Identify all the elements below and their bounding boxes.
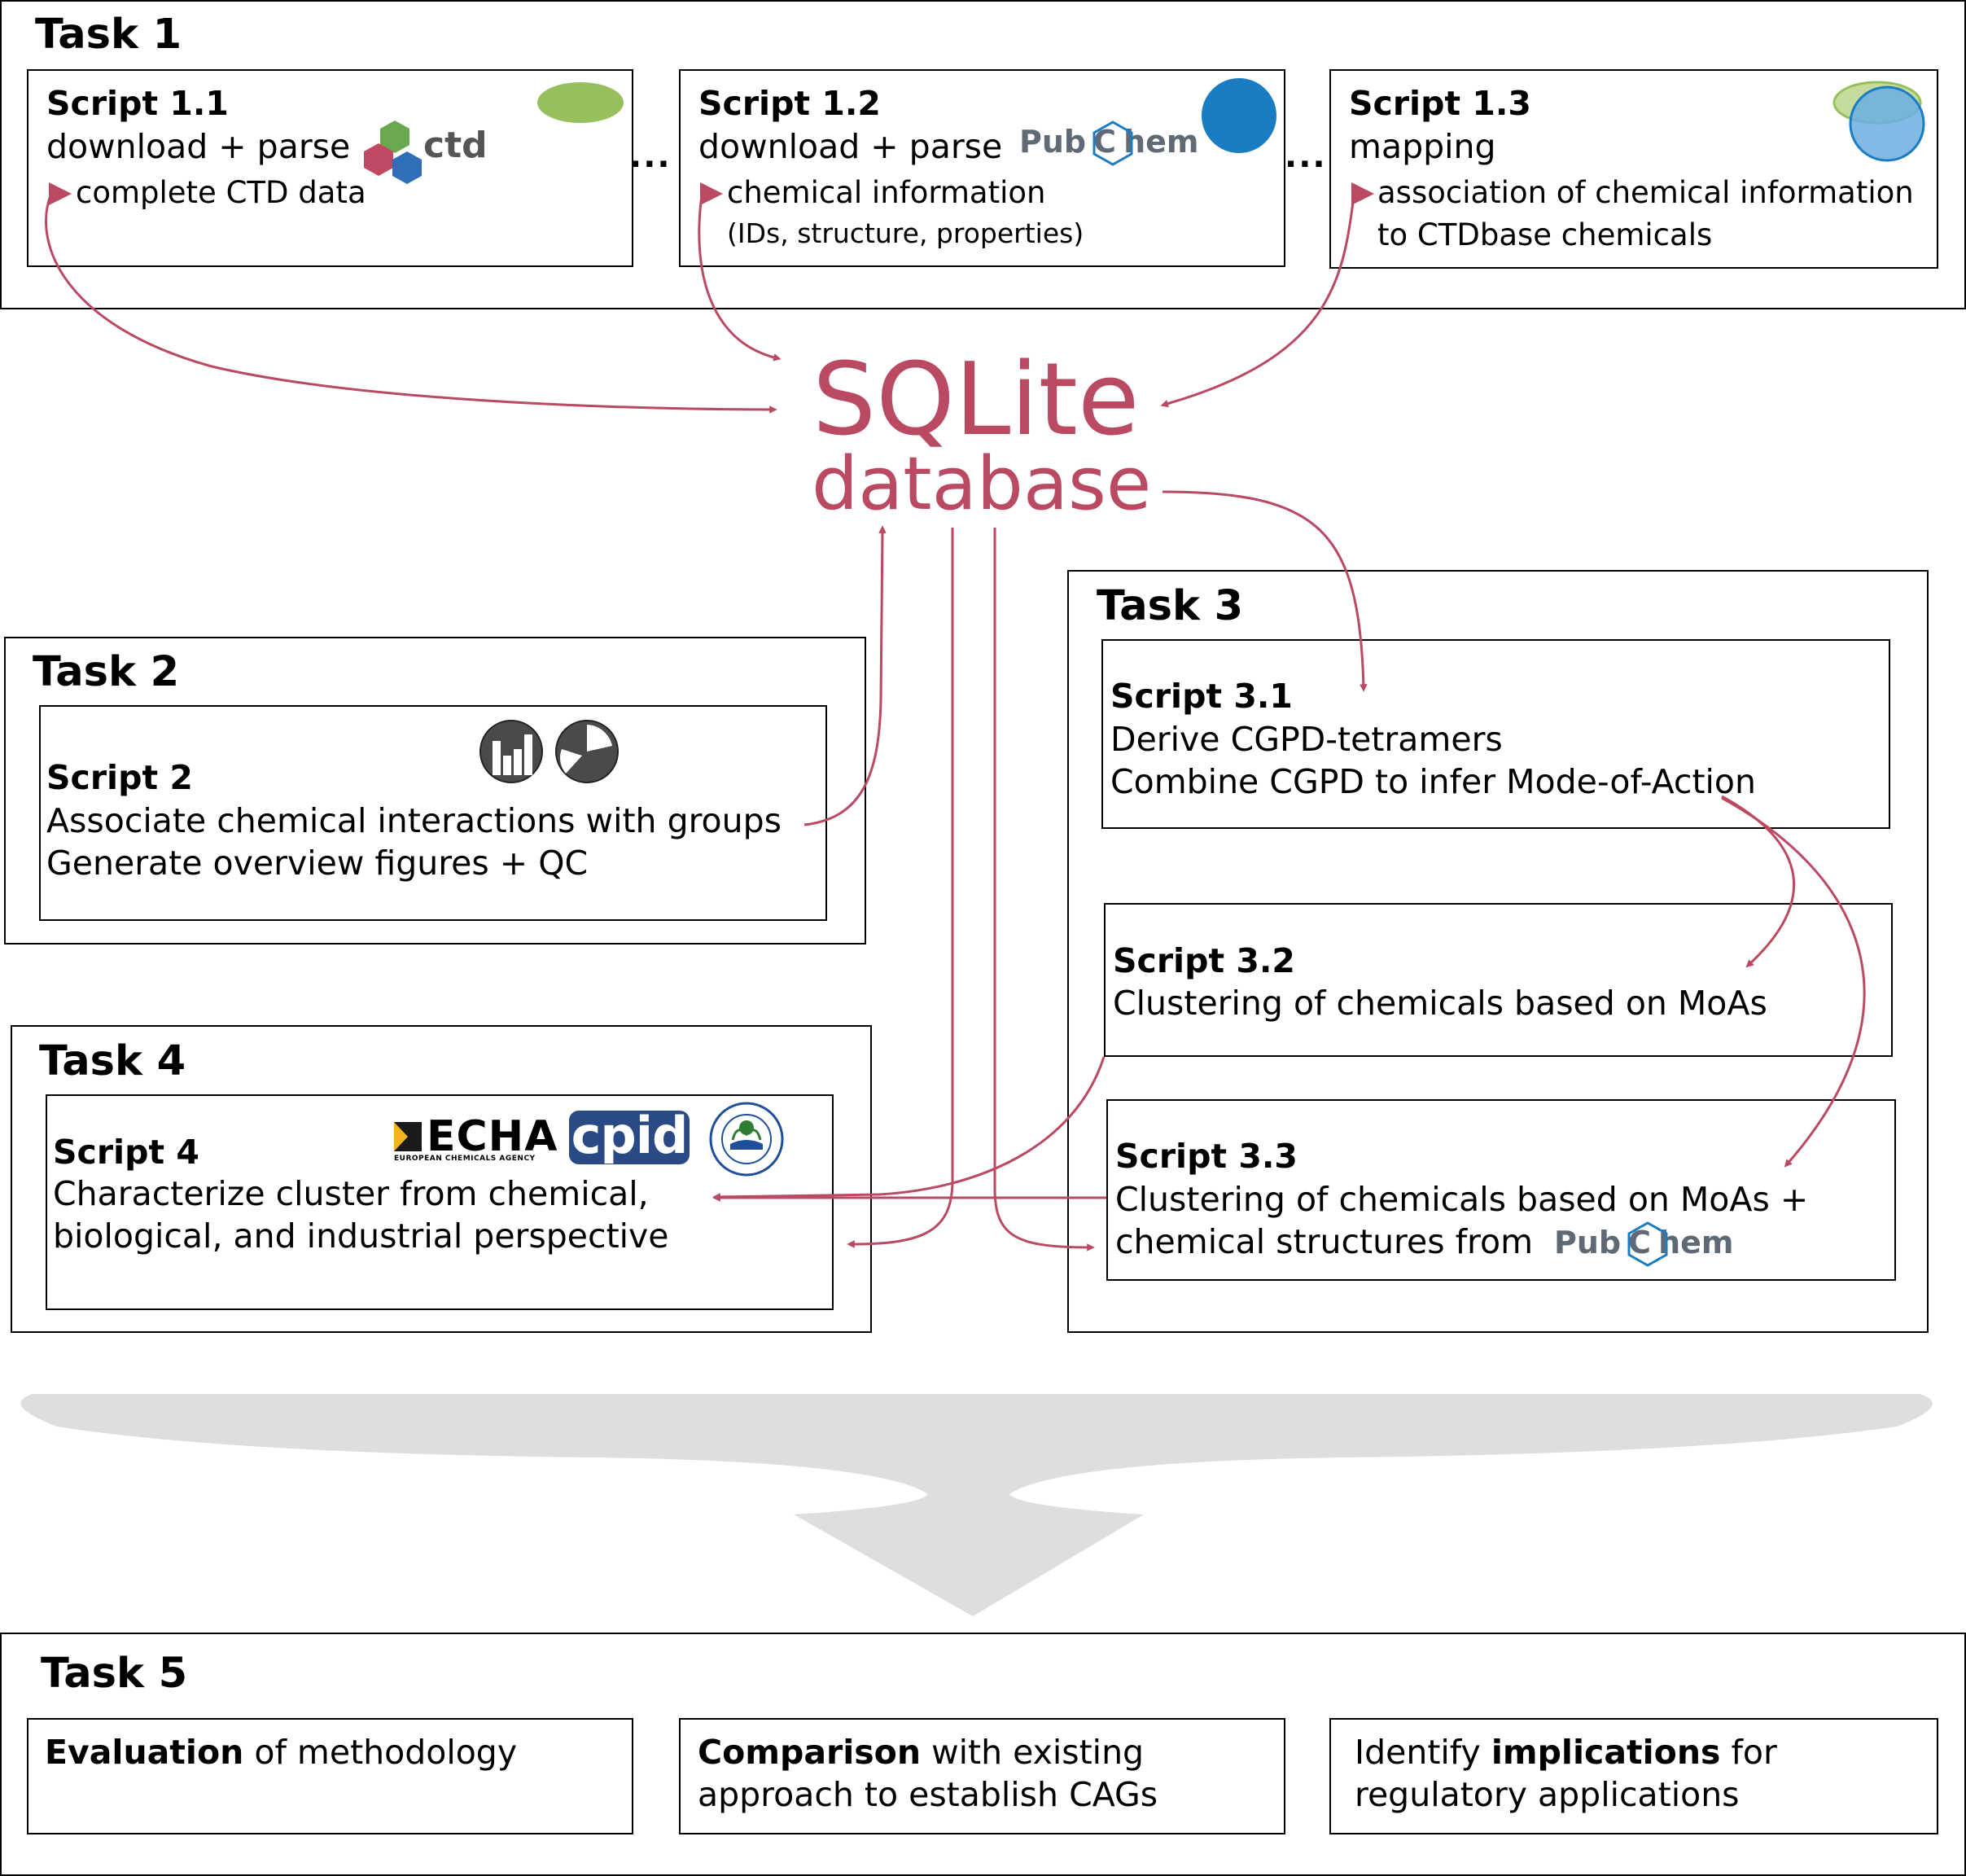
script33-title: Script 3.3 <box>1115 1137 1298 1176</box>
script11-output: complete CTD data <box>76 175 366 210</box>
script2-line2: Generate overview figures + QC <box>46 844 589 883</box>
task5-comparison-rest: with existing <box>921 1733 1145 1772</box>
task5-title: Task 5 <box>41 1650 188 1698</box>
task5-evaluation-bold: Evaluation <box>45 1733 244 1772</box>
funnel-arrow-icon <box>20 1394 1933 1616</box>
ctd-logo-text: ctd <box>423 125 488 166</box>
triangle-bullet-icon <box>700 182 723 205</box>
script13-output: association of chemical information <box>1377 175 1914 210</box>
cpid-logo-icon: cpid <box>569 1111 690 1164</box>
script2-box <box>39 705 827 921</box>
arrow-script31-to-script32 <box>1721 795 1795 968</box>
pubchem-hem: hem <box>1658 1225 1734 1260</box>
arrow-script13-to-sqlite <box>1160 195 1355 408</box>
script12-output2: (IDs, structure, properties) <box>727 217 1084 249</box>
echa-logo-icon <box>394 1122 422 1151</box>
script33-line1: Clustering of chemicals based on MoAs + <box>1115 1180 1809 1219</box>
task2-title: Task 2 <box>33 648 180 696</box>
script4-line2: biological, and industrial perspective <box>53 1216 669 1256</box>
script31-line2: Combine CGPD to infer Mode-of-Action <box>1110 762 1756 801</box>
arrow-script11-to-sqlite <box>45 195 777 414</box>
script2-title: Script 2 <box>46 758 193 797</box>
script31-line1: Derive CGPD-tetramers <box>1110 720 1503 759</box>
script32-line1: Clustering of chemicals based on MoAs <box>1113 984 1767 1023</box>
script13-title: Script 1.3 <box>1349 84 1531 123</box>
blue-circle-icon <box>1202 78 1276 153</box>
arrow-sqlite-to-script33 <box>993 528 1095 1251</box>
venn-overlap-icon <box>1832 81 1925 162</box>
task5-implications-bold: implications <box>1491 1733 1721 1772</box>
pubchem-pub: Pub <box>1019 124 1087 160</box>
script2-line1: Associate chemical interactions with gro… <box>46 801 782 840</box>
arrow-script32-to-script4 <box>712 1056 1106 1201</box>
task5-box-comparison <box>679 1718 1285 1834</box>
script4-line1: Characterize cluster from chemical, <box>53 1174 649 1213</box>
epa-seal-icon <box>709 1102 784 1177</box>
script4-box <box>46 1094 834 1310</box>
script12-output: chemical information <box>727 175 1046 210</box>
script31-box <box>1101 639 1890 829</box>
script31-title: Script 3.1 <box>1110 677 1293 716</box>
task5-box-implications <box>1329 1718 1938 1834</box>
task5-implications-pre: Identify <box>1355 1733 1491 1772</box>
green-ellipse-icon <box>537 82 624 123</box>
pubchem-hex-outline <box>1092 121 1133 166</box>
script13-output2: to CTDbase chemicals <box>1377 217 1713 252</box>
script11-title: Script 1.1 <box>46 84 229 123</box>
triangle-bullet-icon <box>49 182 72 205</box>
task5-evaluation-rest: of methodology <box>243 1733 518 1772</box>
echa-logo-text: ECHA <box>427 1112 558 1161</box>
script12-box <box>679 69 1285 267</box>
task5-implications-rest: for <box>1720 1733 1777 1772</box>
task5-implications-text: Identify implications for <box>1355 1736 1777 1769</box>
script33-line2: chemical structures from <box>1115 1222 1534 1261</box>
ellipsis-2: ... <box>1285 138 1327 175</box>
arrow-script12-to-sqlite <box>698 195 782 362</box>
pubchem-hem: hem <box>1123 124 1199 160</box>
pubchem-pub: Pub <box>1554 1225 1622 1260</box>
bar-chart-icon <box>479 720 543 783</box>
task5-box-evaluation <box>27 1718 633 1834</box>
task5-comparison-bold: Comparison <box>698 1733 922 1772</box>
task1-title: Task 1 <box>35 11 182 59</box>
ctd-logo-icon <box>364 121 422 184</box>
echa-logo-subtitle: EUROPEAN CHEMICALS AGENCY <box>394 1155 536 1163</box>
script4-title: Script 4 <box>53 1133 199 1172</box>
script11-box <box>27 69 633 267</box>
triangle-bullet-icon <box>1351 182 1374 205</box>
task5-comparison-line2: approach to establish CAGs <box>698 1775 1158 1814</box>
task5-implications-line2: regulatory applications <box>1355 1775 1740 1814</box>
task5-comparison-text: Comparison with existing <box>698 1736 1144 1769</box>
pie-chart-icon <box>555 720 619 783</box>
script12-line1: download + parse <box>698 127 1003 166</box>
arrow-sqlite-to-task4 <box>847 528 954 1248</box>
script12-title: Script 1.2 <box>698 84 881 123</box>
arrow-script2-to-sqlite <box>803 525 887 826</box>
arrow-script31-to-script33 <box>1721 796 1866 1168</box>
script11-line1: download + parse <box>46 127 351 166</box>
task4-title: Task 4 <box>39 1037 186 1085</box>
pubchem-hex-outline <box>1627 1221 1668 1267</box>
ellipsis-1: ... <box>629 138 672 175</box>
task3-title: Task 3 <box>1097 582 1244 630</box>
script32-box <box>1104 903 1893 1057</box>
script33-box <box>1106 1099 1896 1281</box>
task5-evaluation-text: Evaluation of methodology <box>45 1736 517 1769</box>
script32-title: Script 3.2 <box>1113 941 1295 980</box>
arrow-sqlite-to-script31 <box>1162 490 1368 692</box>
sqlite-subtitle: database <box>812 441 1152 527</box>
sqlite-title: SQLite <box>812 342 1140 458</box>
script13-line1: mapping <box>1349 127 1496 166</box>
